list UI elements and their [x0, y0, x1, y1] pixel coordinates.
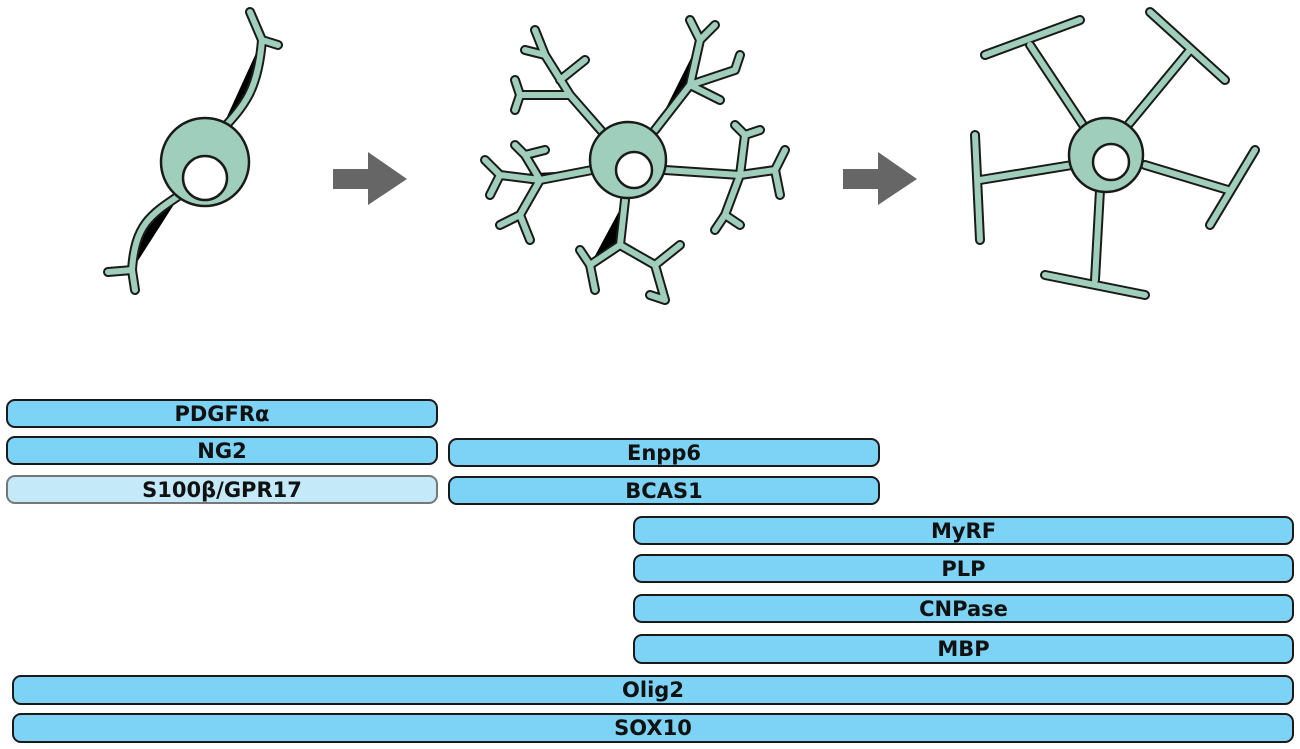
marker-bar-mbp: MBP: [633, 634, 1294, 664]
cell-illustrations: .o{fill:none;stroke:#1a1a1a;stroke-width…: [0, 0, 1300, 340]
marker-bar-bcas1: BCAS1: [448, 476, 880, 505]
marker-bar-enpp6: Enpp6: [448, 438, 880, 467]
marker-bar-olig2: Olig2: [12, 675, 1294, 705]
premyelinating-cell: [485, 20, 785, 300]
opc-cell: [108, 12, 278, 290]
arrow-icon: [843, 152, 917, 205]
marker-bar-plp: PLP: [633, 554, 1294, 583]
marker-bar-myrf: MyRF: [633, 516, 1294, 545]
marker-bar-pdgfra: PDGFRα: [6, 399, 438, 428]
marker-bar-cnpase: CNPase: [633, 594, 1294, 623]
arrow-icon: [333, 152, 407, 205]
marker-bar-ng2: NG2: [6, 436, 438, 465]
marker-bar-sox10: SOX10: [12, 713, 1294, 743]
mature-oligodendrocyte-cell: [975, 12, 1255, 295]
marker-bar-s100b-gpr17: S100β/GPR17: [6, 475, 438, 504]
